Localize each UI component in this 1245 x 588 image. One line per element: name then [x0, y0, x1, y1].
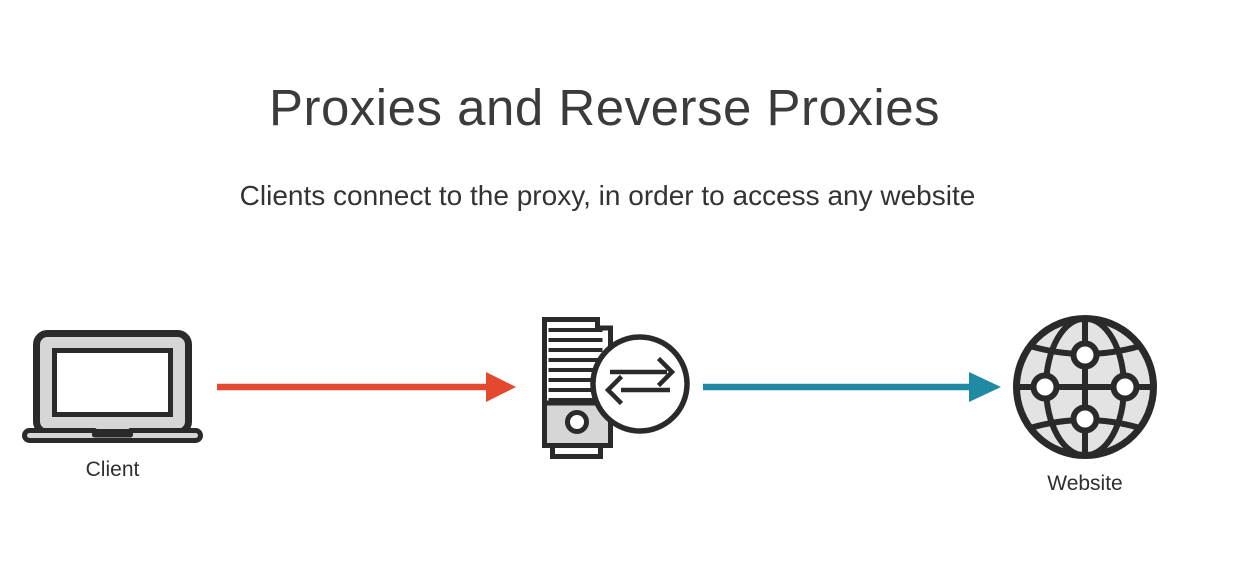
page-title: Proxies and Reverse Proxies — [268, 79, 941, 137]
globe-icon — [1013, 315, 1157, 459]
server-vents — [548, 328, 603, 402]
laptop-icon — [22, 330, 203, 443]
globe-nodes — [1030, 340, 1140, 434]
client-to-proxy-arrow-icon — [217, 372, 516, 402]
page-subtitle: Clients connect to the proxy, in order t… — [239, 180, 976, 211]
client-label: Client — [85, 458, 140, 481]
arrow-head — [969, 372, 1001, 402]
website-label: Website — [1047, 472, 1123, 495]
exchange-arrows-badge — [590, 334, 690, 434]
arrow-head — [486, 372, 516, 402]
proxy-to-website-arrow-icon — [703, 372, 1001, 402]
proxy-server-exchange-icon — [542, 317, 690, 459]
